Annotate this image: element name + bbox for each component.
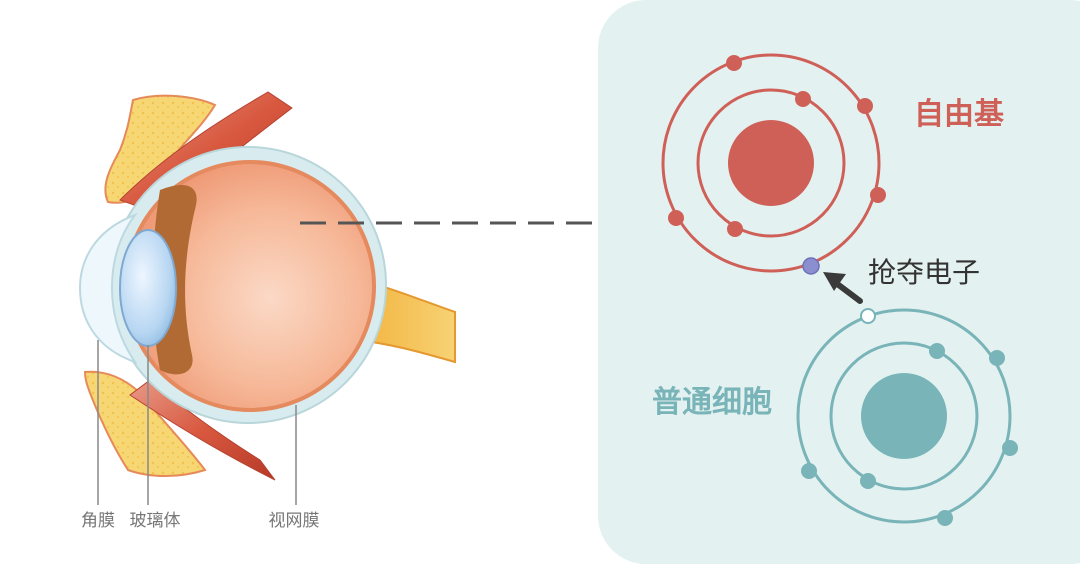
normal-cell-electron	[929, 343, 945, 359]
free-radical-electron	[870, 187, 886, 203]
action-label: 抢夺电子	[868, 256, 980, 289]
lens	[119, 229, 177, 347]
free-radical-inner-orbit	[696, 88, 846, 238]
normal-cell-nucleus	[861, 373, 947, 459]
stolen-electron	[802, 257, 820, 275]
free-radical-nucleus	[728, 120, 814, 206]
arrow-icon	[823, 272, 863, 304]
normal-cell-outer-orbit	[796, 308, 1012, 524]
vitreous-label: 玻璃体	[130, 511, 181, 531]
electron-vacancy	[860, 308, 876, 324]
eye-illustration	[78, 91, 456, 505]
normal-cell-electron	[989, 350, 1005, 366]
normal-cell-label: 普通细胞	[652, 385, 772, 420]
free-radical-electron	[795, 91, 811, 107]
free-radical-electron	[727, 221, 743, 237]
retina-label: 视网膜	[269, 511, 320, 531]
cornea-label: 角膜	[81, 511, 115, 531]
free-radical-electron	[857, 98, 873, 114]
normal-cell-electron	[801, 463, 817, 479]
free-radical-label: 自由基	[914, 97, 1004, 132]
normal-cell-electron	[937, 510, 953, 526]
normal-cell-inner-orbit	[829, 341, 979, 491]
free-radical-atom	[661, 53, 886, 273]
free-radical-outer-orbit	[661, 53, 881, 273]
normal-cell-electron	[860, 473, 876, 489]
free-radical-electron	[726, 55, 742, 71]
free-radical-electron	[668, 210, 684, 226]
normal-cell-electron	[1002, 440, 1018, 456]
cornea	[78, 212, 138, 364]
normal-cell-atom	[796, 308, 1018, 526]
